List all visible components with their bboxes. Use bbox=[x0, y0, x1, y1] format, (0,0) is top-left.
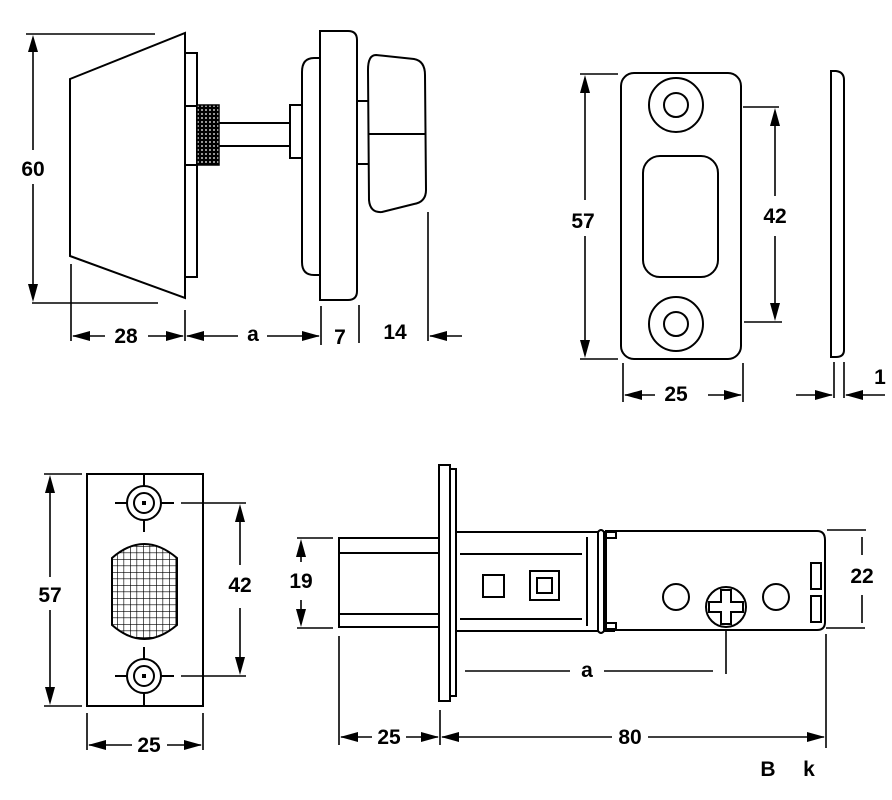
label-a: a bbox=[247, 323, 259, 346]
label-57-faceplate: 57 bbox=[38, 584, 61, 607]
square-hole bbox=[482, 574, 505, 598]
square-hole-outer bbox=[529, 570, 560, 601]
dimension-height-60: 60 bbox=[21, 33, 158, 304]
label-42-faceplate: 42 bbox=[228, 574, 251, 597]
deadbolt-side-view: 60 28 a 7 14 bbox=[21, 30, 462, 349]
label-a-latch: a bbox=[581, 659, 593, 682]
dimension-height-22: 22 bbox=[826, 529, 874, 629]
screw-hole-bottom-inner bbox=[663, 311, 689, 337]
dimension-height-57-faceplate: 57 bbox=[38, 473, 82, 707]
label-60: 60 bbox=[21, 158, 44, 181]
dimension-row-latch: 25 80 bbox=[338, 634, 827, 749]
latch-case bbox=[605, 530, 826, 631]
label-22: 22 bbox=[850, 565, 873, 588]
label-42-strike: 42 bbox=[763, 205, 786, 228]
label-19: 19 bbox=[289, 570, 312, 593]
dimension-width-25-faceplate: 25 bbox=[86, 713, 204, 757]
strike-plate bbox=[620, 72, 742, 360]
screw-hole-bottom-outer bbox=[648, 296, 704, 352]
latch-bolt-face bbox=[111, 543, 178, 640]
label-1: 1 bbox=[874, 366, 886, 389]
dimension-height-19: 19 bbox=[289, 537, 333, 629]
thumbturn-neck bbox=[356, 100, 370, 165]
label-14: 14 bbox=[383, 321, 407, 344]
bolt-opening bbox=[642, 155, 719, 278]
rose bbox=[319, 30, 358, 301]
strike-plate-view: 57 42 25 1 bbox=[571, 70, 886, 406]
label-7: 7 bbox=[334, 326, 346, 349]
spindle-collar bbox=[289, 104, 303, 159]
dimension-spacing-42-strike: 42 bbox=[743, 106, 787, 323]
latch-body-view: 19 22 a 25 bbox=[289, 464, 874, 749]
faceplate-profile bbox=[438, 464, 451, 702]
code-k: k bbox=[803, 758, 815, 781]
dimension-height-57-strike: 57 bbox=[571, 73, 618, 360]
knurled-ring bbox=[196, 104, 220, 166]
dimension-thickness-1: 1 bbox=[796, 362, 886, 400]
spindle-hub bbox=[705, 586, 747, 628]
mount-hole-right bbox=[762, 583, 790, 611]
mount-hole-left bbox=[662, 583, 690, 611]
square-hole-inner bbox=[536, 577, 553, 594]
label-25-strike: 25 bbox=[664, 383, 688, 406]
faceplate-view: 57 42 25 bbox=[38, 473, 252, 757]
code-b: B bbox=[760, 758, 775, 781]
label-80: 80 bbox=[618, 726, 641, 749]
label-28: 28 bbox=[114, 325, 138, 348]
screw-hole-top-outer bbox=[648, 77, 704, 133]
label-25-latch: 25 bbox=[377, 726, 401, 749]
label-25-faceplate: 25 bbox=[137, 734, 161, 757]
strike-plate-profile bbox=[830, 70, 845, 358]
dimension-row-deadbolt: 28 a 7 14 bbox=[70, 212, 462, 349]
rose-back bbox=[301, 57, 321, 276]
cross-spindle-slot bbox=[708, 589, 744, 625]
screw-hole-top-inner bbox=[663, 92, 689, 118]
cylinder-housing bbox=[69, 31, 186, 300]
dimension-door-a: a bbox=[465, 630, 727, 682]
label-57-strike: 57 bbox=[571, 210, 594, 233]
dimension-spacing-42-faceplate: 42 bbox=[181, 502, 252, 677]
dimension-width-25-strike: 25 bbox=[622, 363, 744, 406]
